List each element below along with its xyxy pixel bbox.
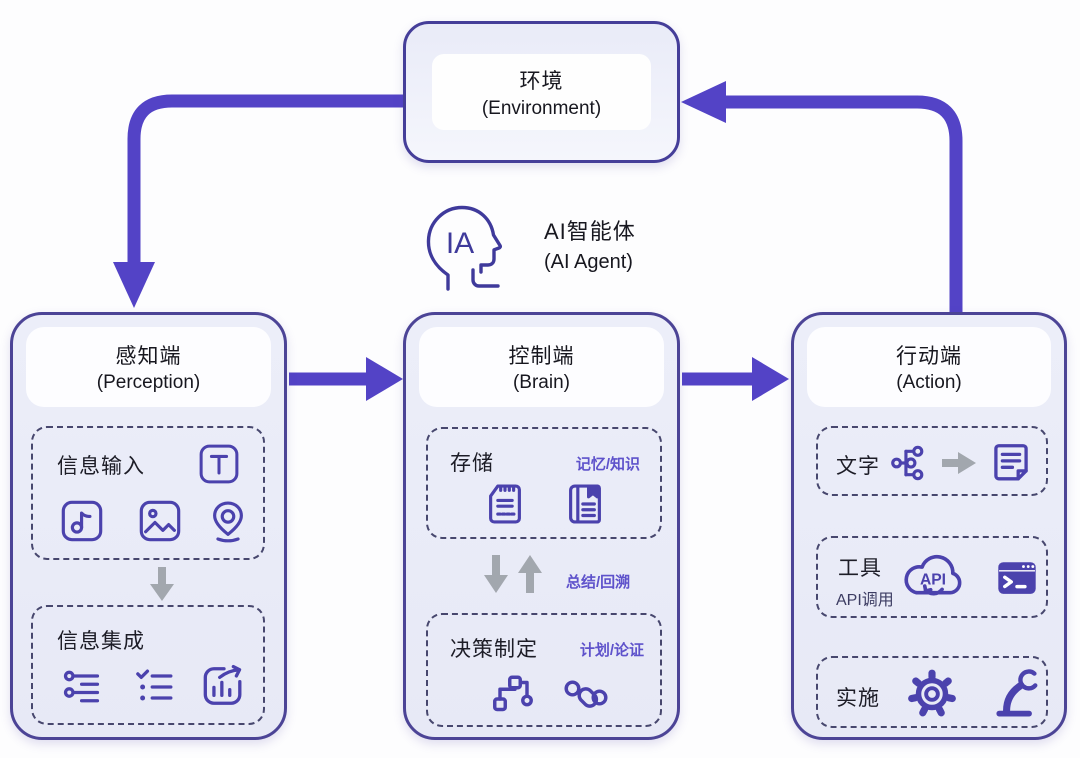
- notebook-icon: [569, 484, 601, 524]
- env-to-perception-arrow: [127, 94, 404, 266]
- perception-title: 感知端: [115, 345, 182, 368]
- perception-to-brain-arrowhead: [366, 357, 403, 401]
- implement-label: 实施: [836, 687, 880, 710]
- info-integration-section: 信息集成: [31, 605, 265, 725]
- tools-section: 工具 API调用 API: [816, 536, 1048, 618]
- perception-column: 感知端 (Perception) 信息输入: [10, 312, 287, 740]
- action-to-env-arrowhead: [681, 81, 726, 123]
- location-pin-icon: [213, 501, 243, 543]
- brain-header: 控制端 (Brain): [419, 327, 664, 407]
- environment-box: 环境 (Environment): [403, 21, 680, 163]
- storage-tag: 记忆/知识: [575, 456, 640, 473]
- action-column: 行动端 (Action) 文字: [791, 312, 1067, 740]
- cycle-tag: 总结/回溯: [566, 574, 631, 591]
- head-profile-icon: IA: [426, 205, 503, 291]
- down-arrow-icon: [484, 555, 508, 593]
- agent-title: AI智能体: [544, 219, 636, 244]
- info-integration-label: 信息集成: [57, 630, 145, 653]
- down-arrow-icon: [150, 567, 174, 601]
- memory-card-icon: [489, 484, 521, 524]
- robot-arm-icon: [996, 669, 1038, 717]
- linked-nodes-icon: [564, 680, 608, 708]
- action-header: 行动端 (Action): [807, 327, 1051, 407]
- storage-label: 存储: [450, 452, 494, 475]
- document-icon: [994, 444, 1028, 481]
- brain-subtitle: (Brain): [512, 372, 570, 393]
- right-arrow-icon: [942, 452, 976, 474]
- tools-tag: API调用: [836, 592, 894, 609]
- image-icon: [139, 500, 181, 542]
- text-icon: [199, 444, 239, 484]
- action-subtitle: (Action): [896, 372, 962, 393]
- music-icon: [61, 500, 103, 542]
- agent-subtitle: (AI Agent): [544, 251, 633, 273]
- environment-title: 环境: [519, 69, 564, 93]
- brain-column: 控制端 (Brain) 存储 记忆/知识: [403, 312, 680, 740]
- info-input-label: 信息输入: [57, 455, 145, 478]
- ai-agent: IA AI智能体 (AI Agent): [420, 196, 636, 292]
- perception-subtitle: (Perception): [96, 372, 201, 393]
- data-stream-icon: [63, 670, 100, 703]
- terminal-icon: [998, 562, 1036, 594]
- info-input-section: 信息输入: [31, 426, 265, 560]
- action-to-env-arrow: [726, 95, 963, 313]
- checklist-icon: [136, 669, 173, 701]
- perception-header: 感知端 (Perception): [26, 327, 271, 407]
- storage-section: 存储 记忆/知识: [426, 427, 662, 539]
- tools-label: 工具: [838, 557, 882, 580]
- brain-title: 控制端: [508, 345, 575, 368]
- gear-icon: [908, 669, 956, 717]
- chart-export-icon: [203, 664, 242, 705]
- environment-subtitle: (Environment): [481, 97, 602, 119]
- text-output-section: 文字: [816, 426, 1048, 496]
- decision-section: 决策制定 计划/论证: [426, 613, 662, 727]
- brain-to-action-arrowhead: [752, 357, 789, 401]
- decision-tag: 计划/论证: [579, 642, 644, 659]
- text-output-label: 文字: [836, 455, 880, 478]
- action-title: 行动端: [896, 345, 962, 368]
- api-cloud-icon: API: [904, 554, 962, 596]
- api-text: API: [920, 571, 946, 588]
- branch-tree-icon: [891, 445, 924, 481]
- up-arrow-icon: [518, 555, 542, 593]
- env-to-perception-arrowhead: [113, 262, 155, 308]
- circuit-flow-icon: [493, 675, 533, 712]
- decision-label: 决策制定: [450, 638, 538, 661]
- environment-card: 环境 (Environment): [432, 54, 651, 130]
- implement-section: 实施: [816, 656, 1048, 728]
- agent-icon-label: IA: [446, 227, 474, 260]
